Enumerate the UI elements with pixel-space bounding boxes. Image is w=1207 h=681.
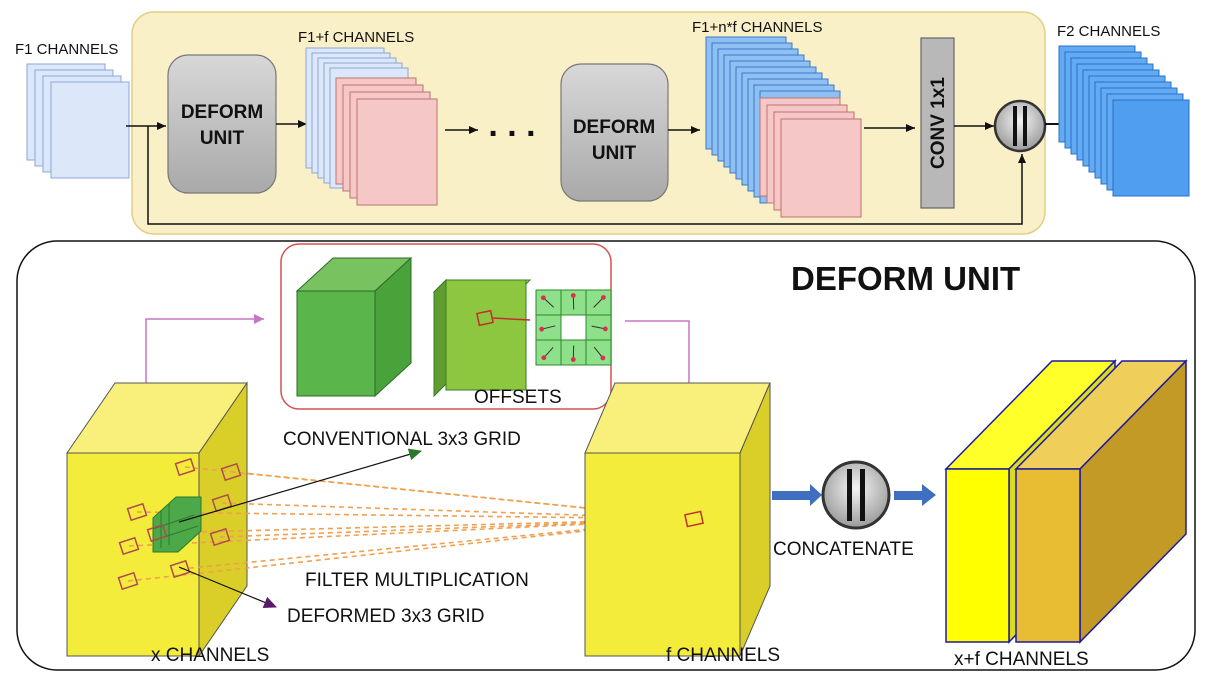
f-channels-slab xyxy=(584,382,771,657)
f1nf-channels-stack xyxy=(705,36,862,218)
deform-unit-2-line1: DEFORM xyxy=(573,117,655,138)
f1f-channels-label: F1+f CHANNELS xyxy=(298,29,414,46)
concat-symbol-bottom xyxy=(821,460,891,530)
conv-1x1-label: CONV 1x1 xyxy=(928,77,949,169)
conv-1x1-block xyxy=(920,37,955,209)
conventional-grid-label: CONVENTIONAL 3x3 GRID xyxy=(283,429,521,450)
feature-map-layer xyxy=(356,98,438,206)
xf-channels-label: x+f CHANNELS xyxy=(954,649,1089,670)
f-channels-label: f CHANNELS xyxy=(666,645,780,666)
offsets-label: OFFSETS xyxy=(474,387,562,408)
deform-unit-block-1 xyxy=(167,54,277,194)
sampling-line xyxy=(221,502,695,520)
offset-vector-head xyxy=(600,355,606,361)
f2-channels-label: F2 CHANNELS xyxy=(1057,23,1160,40)
x-channels-label: x CHANNELS xyxy=(151,645,269,666)
deformed-sample-point xyxy=(220,462,242,482)
deformed-sample-point xyxy=(126,502,148,522)
f2-channels-stack xyxy=(1058,45,1190,197)
flow-arrow-f-to-concat xyxy=(772,484,822,506)
f-output-point xyxy=(684,510,704,528)
f1-channels-label: F1 CHANNELS xyxy=(15,41,118,58)
offset-field-window xyxy=(476,309,494,327)
flow-arrow-concat-to-xf xyxy=(894,484,936,506)
deformed-sample-point xyxy=(169,559,191,579)
arrow-to-deformed-label xyxy=(178,566,277,608)
offset-vector-head xyxy=(602,326,608,332)
offset-vector-head xyxy=(539,326,545,332)
deformed-sample-point xyxy=(118,536,140,556)
offset-vector-head xyxy=(570,357,576,362)
feature-map-layer xyxy=(1112,99,1190,197)
f1f-channels-stack xyxy=(305,47,438,206)
deformed-sample-point xyxy=(174,457,196,477)
offset-vector-head xyxy=(600,295,606,300)
concat-symbol-top xyxy=(993,99,1047,153)
sampling-line xyxy=(127,518,695,582)
offset-vector-grid xyxy=(535,289,612,366)
deform-unit-title: DEFORM UNIT xyxy=(791,260,1020,297)
x-channels-slab xyxy=(66,381,248,658)
skip-connection-line xyxy=(147,126,1026,225)
deformed-sample-point xyxy=(117,571,139,591)
deform-unit-1-line2: UNIT xyxy=(200,128,245,149)
feature-map-layer xyxy=(780,118,862,218)
sampling-line xyxy=(136,511,695,520)
offset-vector-head xyxy=(541,355,547,361)
f1nf-channels-label: F1+n*f CHANNELS xyxy=(692,19,822,36)
offset-vector-head xyxy=(570,293,576,298)
offset-conv-block xyxy=(295,256,413,398)
deformed-grid-label: DEFORMED 3x3 GRID xyxy=(287,606,484,627)
f1-channels-stack xyxy=(26,63,130,179)
sampling-line xyxy=(219,518,695,538)
offset-vector-head xyxy=(540,295,546,301)
arrow-to-conventional-label xyxy=(178,448,422,523)
concatenate-label: CONCATENATE xyxy=(773,539,914,560)
deform-unit-1-line1: DEFORM xyxy=(181,102,263,123)
deformed-sample-point xyxy=(209,527,231,547)
deformed-sample-point xyxy=(146,523,168,543)
conventional-grid xyxy=(152,496,202,553)
deform-unit-2-line2: UNIT xyxy=(592,143,637,164)
xf-channels-block xyxy=(944,359,1188,644)
deform-unit-block-2 xyxy=(560,63,669,202)
feature-map-layer xyxy=(50,81,130,179)
offset-grid-cell xyxy=(560,314,587,341)
ellipsis-dots: . . . xyxy=(488,106,535,144)
filter-multiplication-label: FILTER MULTIPLICATION xyxy=(305,570,529,591)
offset-field-block xyxy=(432,278,532,398)
